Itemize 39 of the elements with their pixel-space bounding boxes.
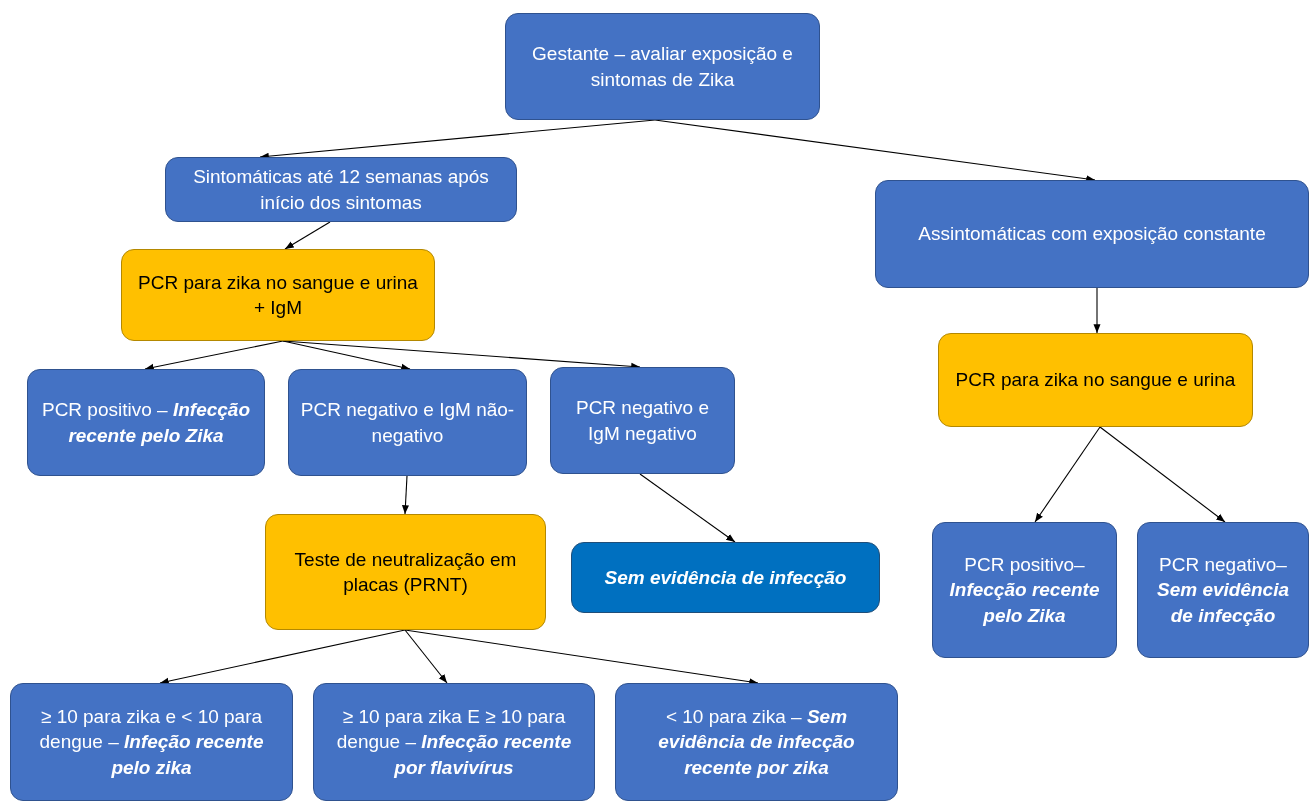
- node-text: PCR positivo– Infecção recente pelo Zika: [948, 553, 1101, 628]
- node-text: PCR negativo e IgM negativo: [574, 396, 711, 446]
- arrow: [1099, 426, 1226, 523]
- node-text: ≥ 10 para zika E ≥ 10 para dengue – Infecção recente por flavivírus: [335, 705, 573, 780]
- process-box: [550, 367, 735, 474]
- process-box: [875, 180, 1309, 288]
- arrow: [159, 629, 406, 685]
- process-box: [571, 542, 880, 613]
- test-box: [265, 514, 546, 630]
- process-box: [288, 369, 527, 476]
- test-box: [938, 333, 1253, 427]
- node-text: PCR negativo– Sem evidência de infecção: [1156, 553, 1290, 628]
- process-box: [313, 683, 595, 801]
- arrow: [1093, 287, 1101, 334]
- process-box: [165, 157, 517, 222]
- process-box: [27, 369, 265, 476]
- arrow: [1034, 426, 1101, 523]
- test-box: [121, 249, 435, 341]
- process-box: [932, 522, 1117, 658]
- node-text: Teste de neutralização em placas (PRNT): [293, 547, 518, 597]
- node-text: PCR negativo e IgM não-negativo: [299, 398, 516, 448]
- node-text: ≥ 10 para zika e < 10 para dengue – Infeção recente pelo zika: [38, 705, 265, 780]
- arrow: [284, 221, 331, 250]
- arrow: [639, 473, 736, 543]
- node-text: < 10 para zika – Sem evidência de infecção recente por zika: [657, 705, 856, 780]
- arrow: [144, 340, 284, 371]
- node-text: Sintomáticas até 12 semanas após início dos sintomas: [192, 165, 490, 215]
- node-text: Assintomáticas com exposição constante: [918, 222, 1266, 247]
- process-box: [615, 683, 898, 801]
- node-text: PCR positivo – Infecção recente pelo Zika: [40, 398, 251, 448]
- node-text: PCR para zika no sangue e urina + IgM: [137, 270, 419, 320]
- process-box: [1137, 522, 1309, 658]
- arrow: [401, 475, 409, 515]
- node-text: Gestante – avaliar exposição e sintomas de Zika: [531, 42, 794, 92]
- node-text: PCR para zika no sangue e urina: [955, 368, 1236, 393]
- process-box: [10, 683, 293, 801]
- arrow: [404, 629, 448, 684]
- process-box: [505, 13, 820, 120]
- node-text: Sem evidência de infecção: [604, 565, 847, 590]
